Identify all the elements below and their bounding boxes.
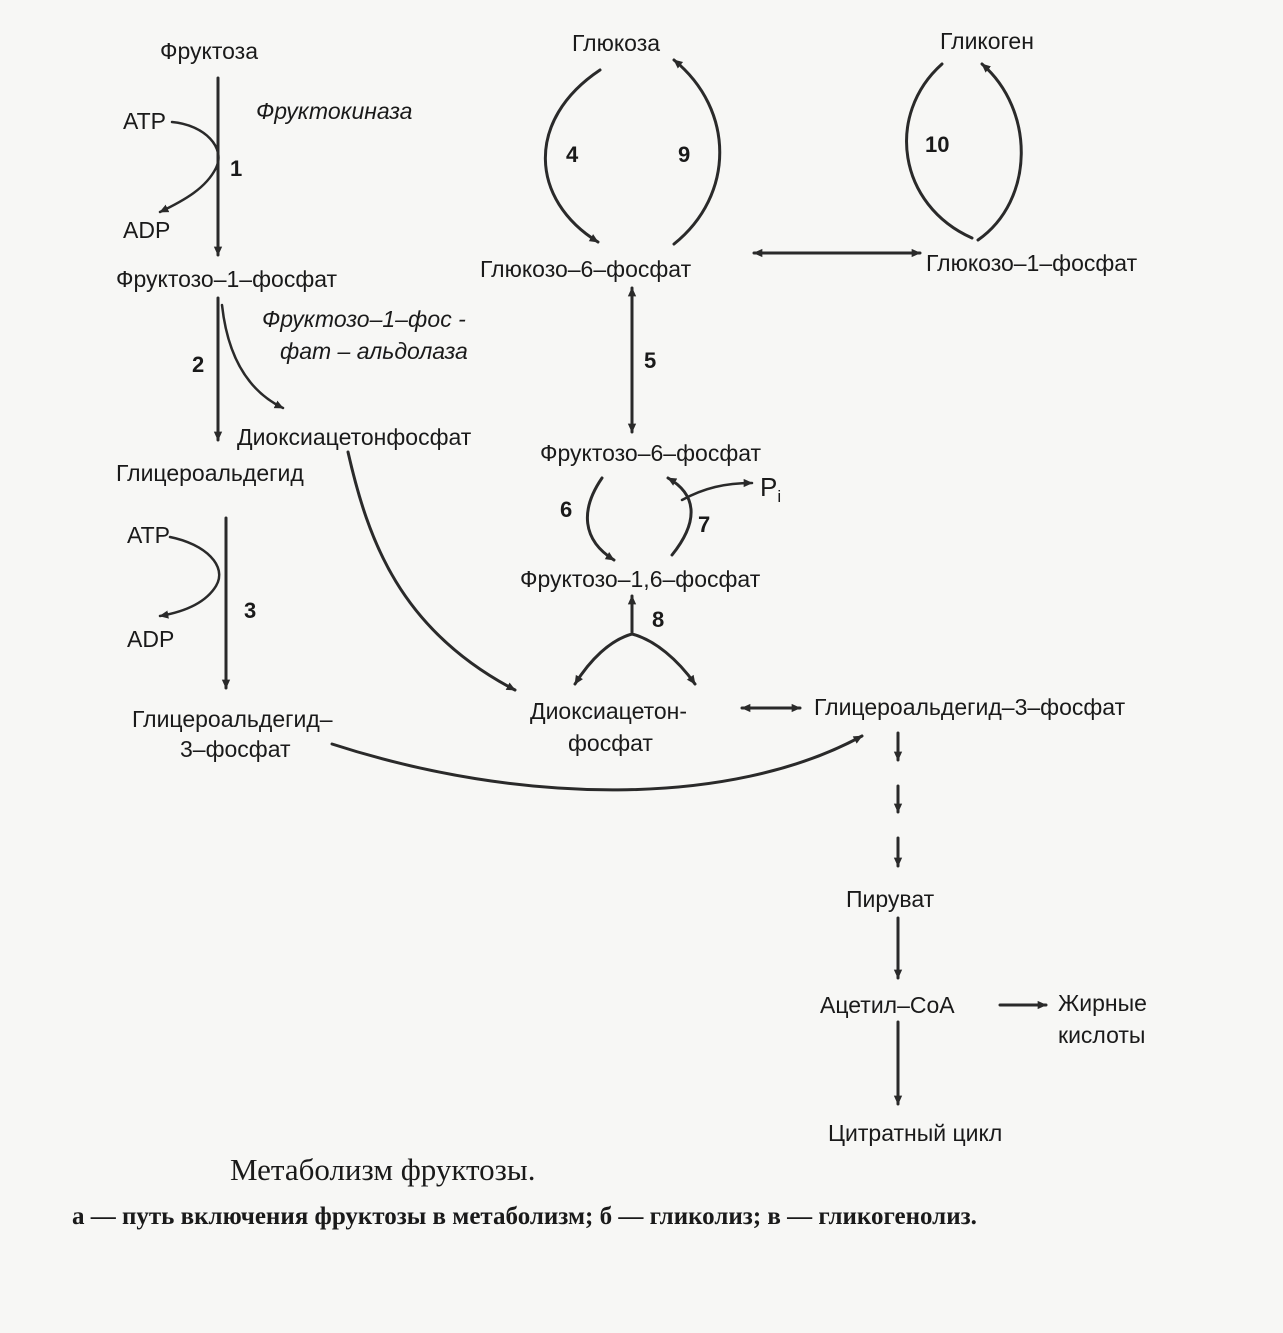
label-g3p-line2: 3–фосфат [180,736,291,762]
label-glyceraldehyde-3-phosphate: Глицероальдегид–3–фосфат [814,694,1126,720]
arrow-f1p-to-dhap [220,303,285,410]
step-5: 5 [644,348,657,373]
label-pi-letter: P [760,472,778,502]
label-g3p-line1: Глицероальдегид– [132,706,333,732]
arrow-step9-g6p-to-glucose [672,58,722,246]
step-4: 4 [566,142,579,167]
arrow-step4-glucose-to-g6p [543,68,602,244]
label-dhap-2-line1: Диоксиацетон- [530,698,688,724]
step-7: 7 [698,512,711,537]
arrow-dhap1-to-dhap2 [346,450,517,692]
label-fructose-1-6-phosphate: Фруктозо–1,6–фосфат [520,566,761,592]
label-dhap-2-line2: фосфат [568,730,653,756]
arrow-atp1-adp1 [158,120,220,214]
label-glycogen: Гликоген [940,28,1034,54]
arrow-step7-pi [680,478,754,502]
step-8: 8 [652,607,665,632]
label-fatty-acids-line1: Жирные [1058,990,1147,1016]
label-pi: Pi [760,474,781,510]
label-citrate-cycle: Цитратный цикл [828,1120,1003,1146]
arrow-step8-to-ga3p [630,632,697,686]
arrow-step7-f16bp-to-f6p [666,476,693,557]
enzyme-fructokinase: Фруктокиназа [256,98,413,124]
label-dihydroxyacetone-phosphate-1: Диоксиацетонфосфат [237,424,472,450]
label-glucose-6-phosphate: Глюкозо–6–фосфат [480,256,692,282]
label-atp-1: ATP [123,108,167,134]
label-glucose: Глюкоза [572,30,661,56]
enzyme-aldolase-line1: Фруктозо–1–фос - [262,306,466,332]
enzyme-aldolase-line2: фат – альдолаза [280,338,468,364]
arrow-atp2-adp2 [158,535,221,619]
label-fructose-1-phosphate: Фруктозо–1–фосфат [116,266,338,292]
step-2: 2 [192,352,205,377]
arrow-g3p-to-ga3p [330,734,864,792]
label-fructose-6-phosphate: Фруктозо–6–фосфат [540,440,762,466]
caption-text: а — путь включения фруктозы в метаболизм… [72,1203,977,1230]
label-glucose-1-phosphate: Глюкозо–1–фосфат [926,250,1138,276]
arrow-step10-glycogen-to-g1p [905,62,974,240]
step-6: 6 [560,497,573,522]
label-pi-subscript: i [777,487,782,507]
label-pyruvate: Пируват [846,886,935,912]
arrow-step6-f6p-to-f16bp [585,476,616,562]
label-acetyl-coa: Ацетил–СоА [820,992,955,1018]
arrow-step10-g1p-to-glycogen [976,62,1023,242]
step-10: 10 [925,132,950,157]
label-fatty-acids-line2: кислоты [1058,1022,1146,1048]
label-fructose: Фруктоза [160,38,258,64]
label-glyceraldehyde: Глицероальдегид [116,460,304,486]
step-9: 9 [678,142,691,167]
caption-title: Метаболизм фруктозы. [230,1152,536,1187]
step-1: 1 [230,156,243,181]
label-adp-2: ADP [127,626,175,652]
arrow-step8-to-dhap2 [573,632,634,686]
label-atp-2: ATP [127,522,171,548]
label-adp-1: ADP [123,217,171,243]
step-3: 3 [244,598,257,623]
